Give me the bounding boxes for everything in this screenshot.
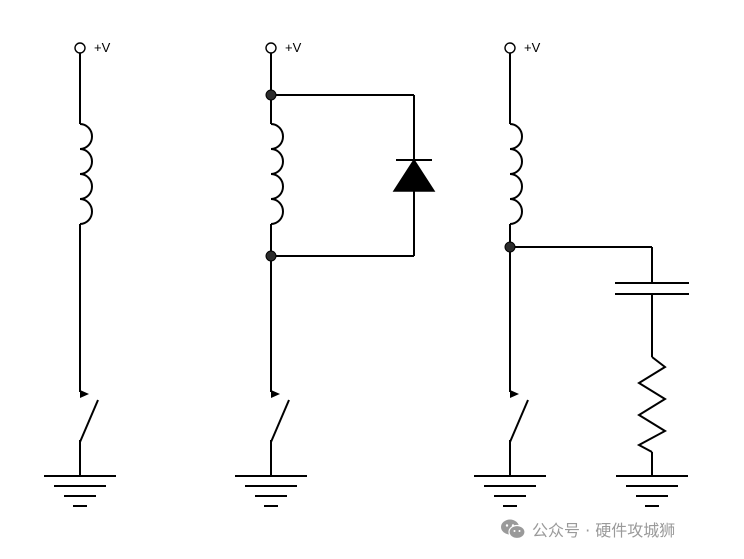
supply-label: +V xyxy=(285,40,302,55)
supply-label: +V xyxy=(524,40,541,55)
watermark: 公众号 · 硬件攻城狮 xyxy=(500,514,675,544)
circuit-flyback-diode: +V xyxy=(235,40,436,507)
junction-node xyxy=(265,89,277,101)
inductor-coil xyxy=(509,123,523,225)
watermark-text: 公众号 · 硬件攻城狮 xyxy=(532,521,676,540)
inductor-coil xyxy=(270,123,284,225)
supply-terminal xyxy=(74,42,86,54)
switch xyxy=(79,390,99,476)
supply-terminal xyxy=(265,42,277,54)
diode xyxy=(392,158,436,192)
ground xyxy=(235,475,307,507)
supply-terminal xyxy=(504,42,516,54)
junction-node xyxy=(504,241,516,253)
wechat-icon xyxy=(501,519,526,540)
circuit-rc-snubber: +V xyxy=(474,40,689,507)
circuit-basic-relay: +V xyxy=(44,40,116,507)
capacitor xyxy=(615,282,689,295)
supply-label: +V xyxy=(94,40,111,55)
switch xyxy=(509,390,529,476)
resistor xyxy=(636,356,668,453)
ground xyxy=(474,475,546,507)
inductor-coil xyxy=(79,123,93,225)
ground xyxy=(44,475,116,507)
ground xyxy=(616,475,688,507)
junction-node xyxy=(265,250,277,262)
switch xyxy=(270,390,290,476)
